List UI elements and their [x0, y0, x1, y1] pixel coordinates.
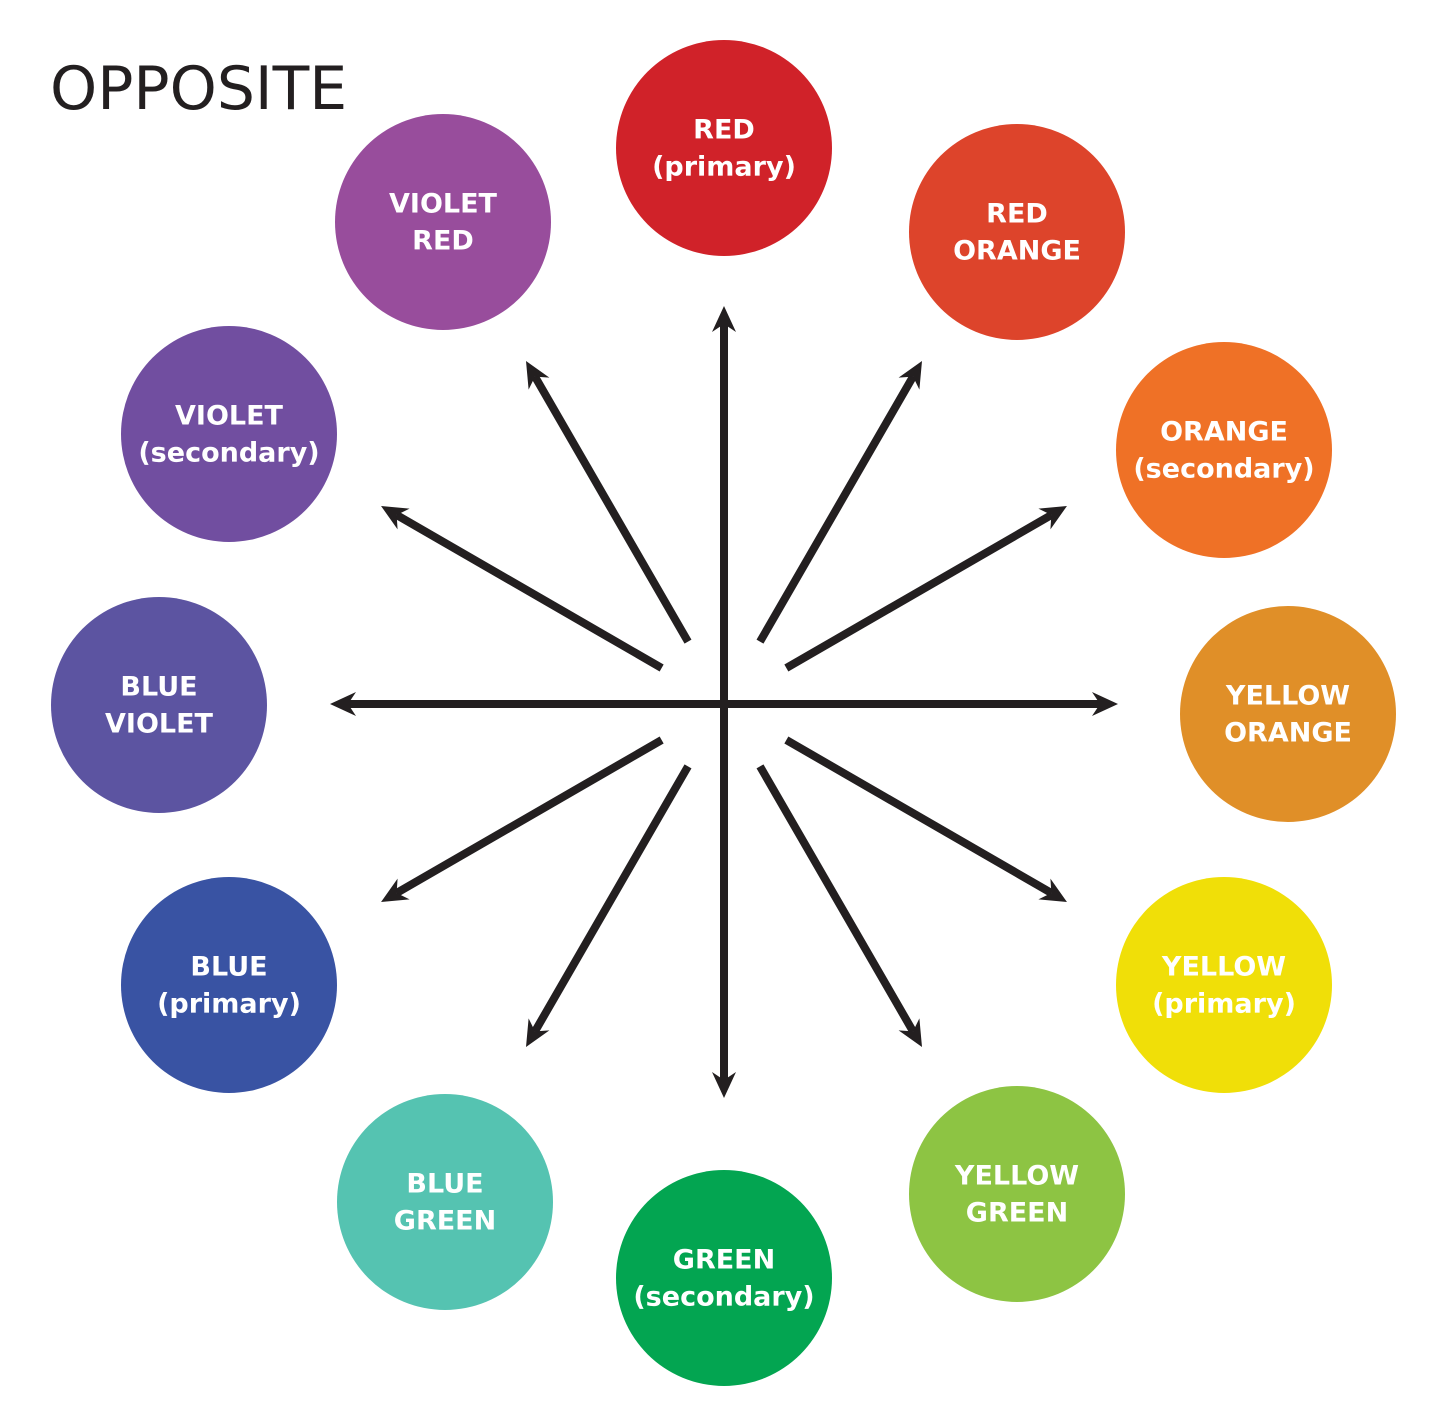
circle-red-orange [909, 124, 1125, 340]
label-yellow-line-1: YELLOW [1161, 952, 1286, 983]
color-circle-violet: VIOLET (secondary) [121, 326, 337, 542]
color-circle-blue-green: BLUE GREEN [337, 1094, 553, 1310]
circle-yellow [1116, 877, 1332, 1093]
label-orange-line-1: ORANGE [1160, 417, 1288, 448]
arrow-to-blue-green [526, 764, 692, 1047]
label-blue-violet-line-2: VIOLET [105, 709, 214, 740]
label-yellow-orange-line-1: YELLOW [1225, 681, 1350, 712]
label-yellow-orange-line-2: ORANGE [1224, 718, 1352, 749]
opposite-arrows [330, 306, 1118, 1098]
color-circle-yellow-green: YELLOW GREEN [909, 1086, 1125, 1302]
label-violet-line-2: (secondary) [138, 438, 319, 469]
arrow-to-green [712, 704, 736, 1098]
color-circle-blue: BLUE (primary) [121, 877, 337, 1093]
arrow-to-violet-red [526, 361, 692, 644]
label-blue-green-line-2: GREEN [394, 1206, 496, 1237]
arrow-to-yellow [784, 736, 1067, 902]
arrow-to-violet [381, 506, 664, 672]
label-green-line-2: (secondary) [633, 1282, 814, 1313]
color-circle-blue-violet: BLUE VIOLET [51, 597, 267, 813]
color-circle-yellow-orange: YELLOW ORANGE [1180, 606, 1396, 822]
color-circle-yellow: YELLOW (primary) [1116, 877, 1332, 1093]
label-blue-green-line-1: BLUE [406, 1169, 483, 1200]
label-red-orange-line-1: RED [986, 199, 1048, 230]
color-circle-green: GREEN (secondary) [616, 1170, 832, 1386]
color-circle-red-orange: RED ORANGE [909, 124, 1125, 340]
label-yellow-line-2: (primary) [1152, 989, 1296, 1020]
arrow-to-red-orange [756, 361, 922, 644]
arrow-to-orange [784, 506, 1067, 672]
circle-red [616, 40, 832, 256]
circle-blue [121, 877, 337, 1093]
arrow-to-yellow-orange [724, 692, 1118, 716]
diagram-title: OPPOSITE [50, 54, 347, 124]
circle-yellow-green [909, 1086, 1125, 1302]
label-red-orange-line-2: ORANGE [953, 236, 1081, 267]
label-red-line-1: RED [693, 115, 755, 146]
color-circles: RED (primary) RED ORANGE ORANGE (secondary) YE… [51, 40, 1396, 1386]
label-violet-line-1: VIOLET [175, 401, 284, 432]
arrow-to-yellow-green [756, 764, 922, 1047]
circle-yellow-orange [1180, 606, 1396, 822]
label-red-line-2: (primary) [652, 152, 796, 183]
circle-blue-green [337, 1094, 553, 1310]
label-blue-line-2: (primary) [157, 989, 301, 1020]
label-blue-violet-line-1: BLUE [120, 672, 197, 703]
color-circle-violet-red: VIOLET RED [335, 114, 551, 330]
circle-green [616, 1170, 832, 1386]
arrow-to-blue [381, 736, 664, 902]
color-circle-orange: ORANGE (secondary) [1116, 342, 1332, 558]
label-yellow-green-line-2: GREEN [966, 1198, 1068, 1229]
color-circle-red: RED (primary) [616, 40, 832, 256]
label-violet-red-line-2: RED [412, 226, 474, 257]
circle-orange [1116, 342, 1332, 558]
arrow-to-red [712, 306, 736, 704]
circle-violet-red [335, 114, 551, 330]
label-violet-red-line-1: VIOLET [389, 189, 498, 220]
label-green-line-1: GREEN [673, 1245, 775, 1276]
circle-blue-violet [51, 597, 267, 813]
circle-violet [121, 326, 337, 542]
arrow-to-blue-violet [330, 692, 724, 716]
label-yellow-green-line-1: YELLOW [954, 1161, 1079, 1192]
label-orange-line-2: (secondary) [1133, 454, 1314, 485]
label-blue-line-1: BLUE [190, 952, 267, 983]
